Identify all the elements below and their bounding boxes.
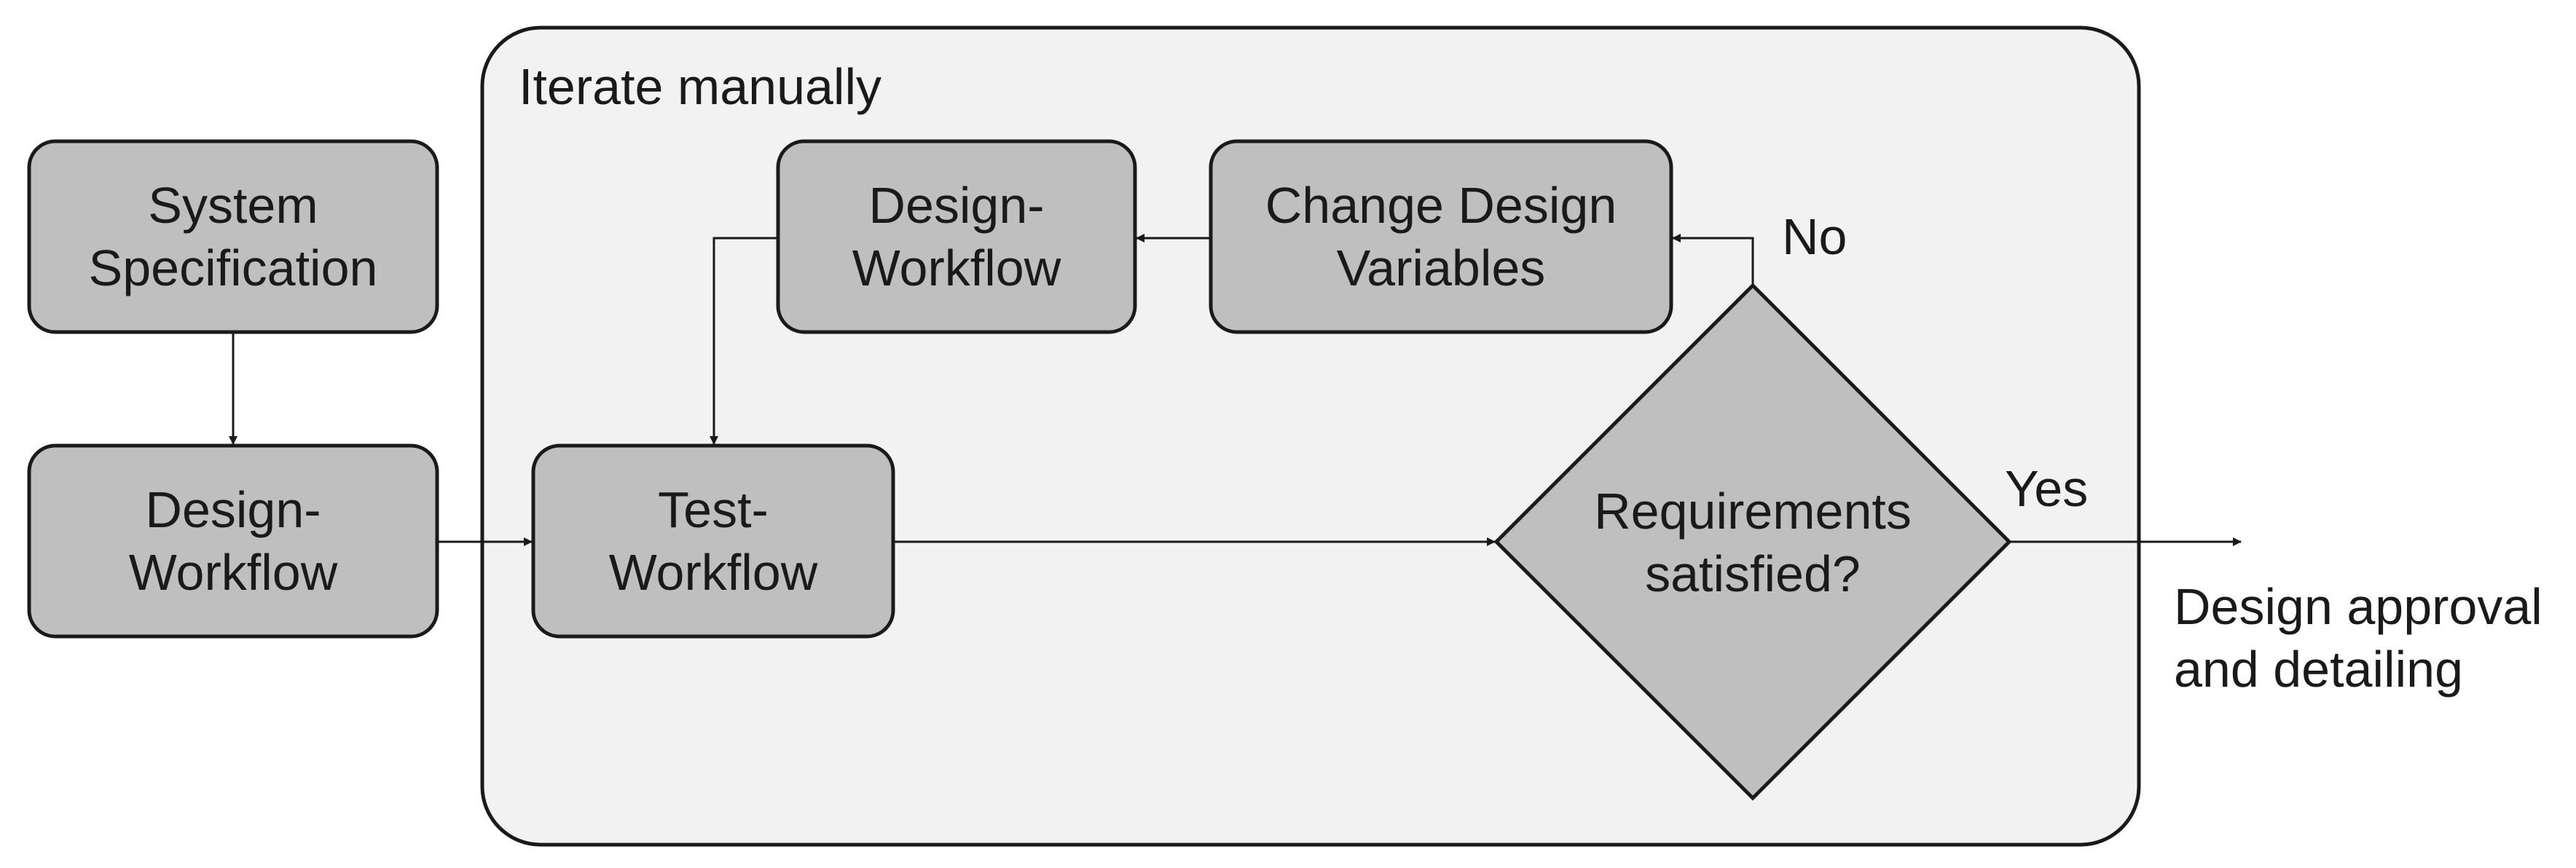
design-workflow-left-label: Design- Workflow bbox=[128, 481, 338, 601]
edge-label-yes: Yes bbox=[2005, 460, 2089, 517]
change-design-variables-box bbox=[1209, 139, 1673, 334]
change-design-variables-label: Change Design Variables bbox=[1265, 177, 1617, 296]
design-workflow-top-box bbox=[776, 139, 1137, 334]
design-workflow-top-label: Design- Workflow bbox=[852, 177, 1061, 296]
arrow-design-to-test-vertical bbox=[710, 237, 778, 445]
requirements-decision-diamond bbox=[1493, 283, 2012, 801]
edge-label-no: No bbox=[1782, 208, 1847, 265]
requirements-decision-label: Requirements satisfied? bbox=[1594, 483, 1912, 602]
test-workflow-label: Test- Workflow bbox=[608, 481, 818, 601]
group-label: Iterate manually bbox=[519, 58, 882, 115]
system-spec-label: System Specification bbox=[88, 177, 378, 296]
arrow-decision-no-to-change bbox=[1672, 234, 1754, 285]
outcome-label: Design approval and detailing bbox=[2174, 578, 2542, 698]
